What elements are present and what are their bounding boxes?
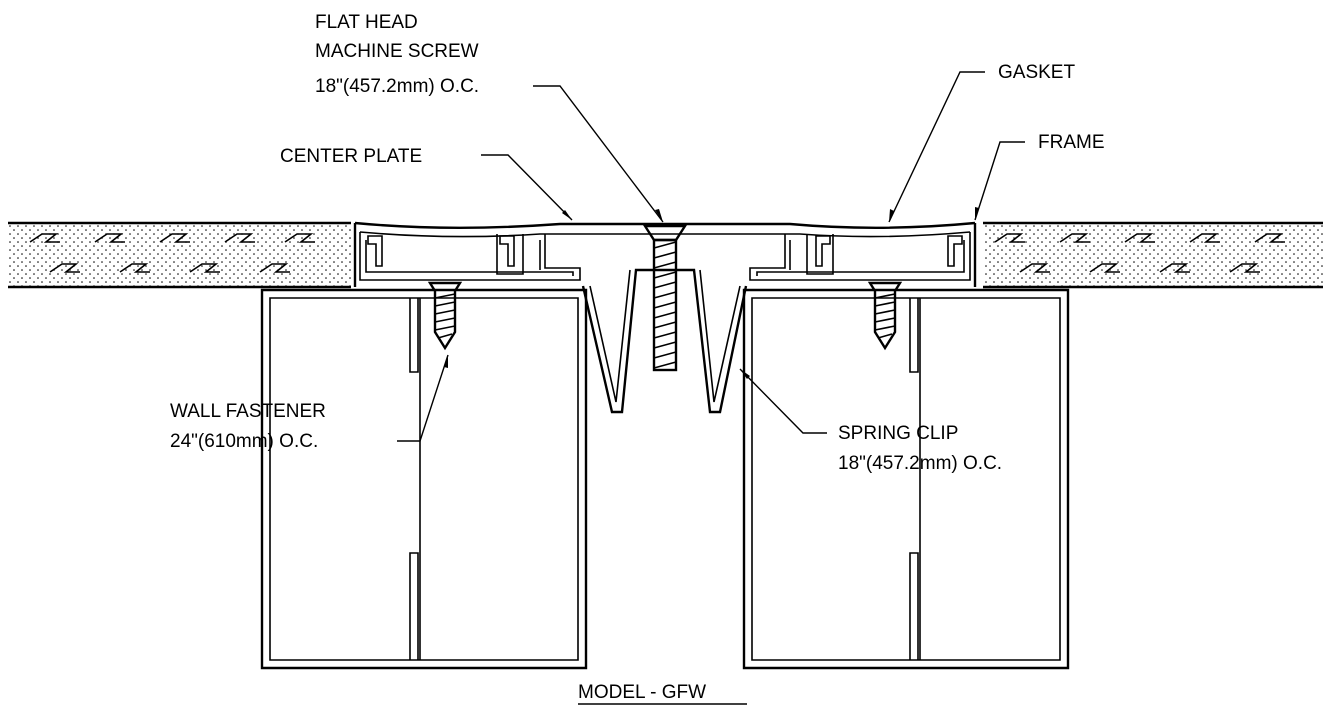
left-substrate xyxy=(8,221,351,289)
left-support-tube xyxy=(260,288,588,670)
right-substrate-hatch xyxy=(994,233,1285,273)
left-frame xyxy=(359,232,581,281)
arrow-gasket xyxy=(889,209,894,222)
right-substrate xyxy=(983,221,1323,289)
drawing-title: MODEL - GFW xyxy=(578,682,747,705)
spring-clip xyxy=(581,268,748,414)
arrow-center-plate xyxy=(562,210,572,220)
label-spring-clip-line2: 18"(457.2mm) O.C. xyxy=(838,453,1002,474)
label-flat-head-line3: 18"(457.2mm) O.C. xyxy=(315,76,479,97)
label-wall-fastener-line1: WALL FASTENER xyxy=(170,401,326,422)
leader-frame xyxy=(974,141,1025,221)
label-wall-fastener-line2: 24"(610mm) O.C. xyxy=(170,431,318,452)
left-wall-fastener xyxy=(427,281,463,351)
leader-lines xyxy=(397,71,1025,442)
arrowheads xyxy=(444,207,979,379)
arrow-frame xyxy=(975,207,979,220)
label-flat-head-line2: MACHINE SCREW xyxy=(315,41,479,62)
label-gasket: GASKET xyxy=(998,62,1075,83)
leader-flat-head-screw xyxy=(533,85,664,223)
center-plate xyxy=(353,221,977,287)
arrow-flat-head-screw xyxy=(655,209,663,222)
callout-labels: FLAT HEAD MACHINE SCREW 18"(457.2mm) O.C… xyxy=(170,12,1105,474)
leader-spring-clip xyxy=(739,368,827,434)
label-frame: FRAME xyxy=(1038,132,1105,153)
title-text: MODEL - GFW xyxy=(578,682,706,703)
leader-center-plate xyxy=(481,154,573,221)
flat-head-machine-screw xyxy=(642,224,688,372)
leader-gasket xyxy=(888,71,985,223)
arrow-spring-clip xyxy=(740,369,750,379)
label-center-plate: CENTER PLATE xyxy=(280,146,422,167)
label-flat-head-line1: FLAT HEAD xyxy=(315,12,418,33)
right-wall-fastener xyxy=(867,281,903,351)
right-support-tube xyxy=(742,288,1070,670)
right-frame xyxy=(749,232,971,281)
left-substrate-hatch xyxy=(29,233,315,273)
leader-wall-fastener xyxy=(397,354,449,442)
arrow-wall-fastener xyxy=(444,355,448,368)
label-spring-clip-line1: SPRING CLIP xyxy=(838,423,958,444)
